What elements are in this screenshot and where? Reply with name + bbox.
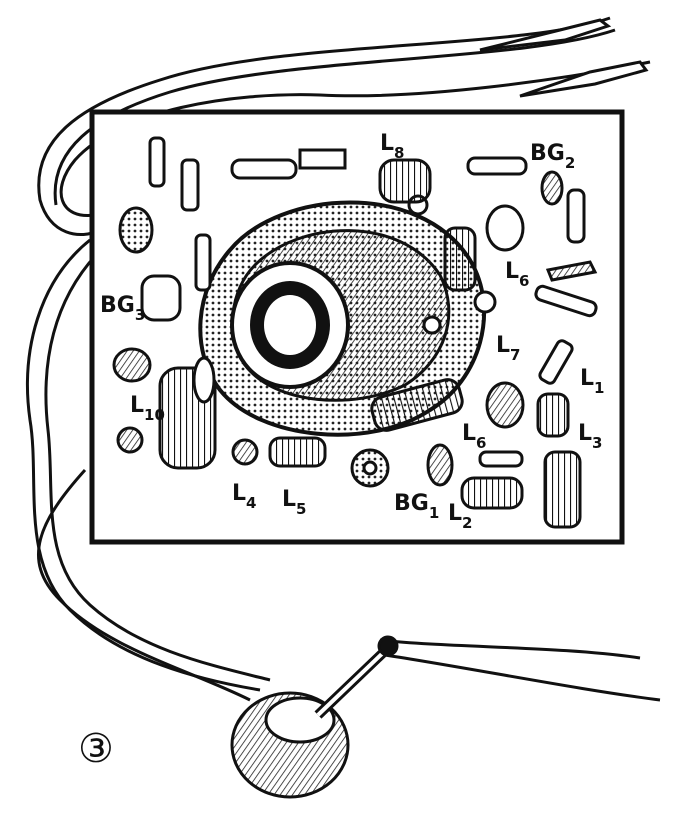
- figure-number: ③: [78, 726, 114, 772]
- label-bg3: BG3: [100, 293, 145, 324]
- tuning-capacitor: [198, 194, 497, 437]
- label-l6-top: L6: [505, 259, 529, 290]
- label-bg1: BG1: [394, 491, 439, 522]
- label-l10: L10: [130, 393, 165, 424]
- label-l2: L2: [448, 501, 472, 532]
- label-l6: L6: [462, 421, 486, 452]
- label-l1: L1: [580, 366, 604, 397]
- label-l3: L3: [578, 421, 602, 452]
- label-l8: L8: [380, 131, 404, 162]
- components: [112, 136, 598, 488]
- label-bg2: BG2: [530, 141, 575, 172]
- wire-bundle: [26, 16, 661, 702]
- probe-leads: [479, 18, 649, 98]
- label-l7: L7: [496, 333, 520, 364]
- component-labels: L8 BG2 L6 BG3 L7 L1 L10 L3 L6 L4 L5 BG1 …: [100, 131, 604, 532]
- potentiometer: [230, 635, 399, 799]
- label-l5: L5: [282, 487, 306, 518]
- label-l4: L4: [232, 481, 256, 512]
